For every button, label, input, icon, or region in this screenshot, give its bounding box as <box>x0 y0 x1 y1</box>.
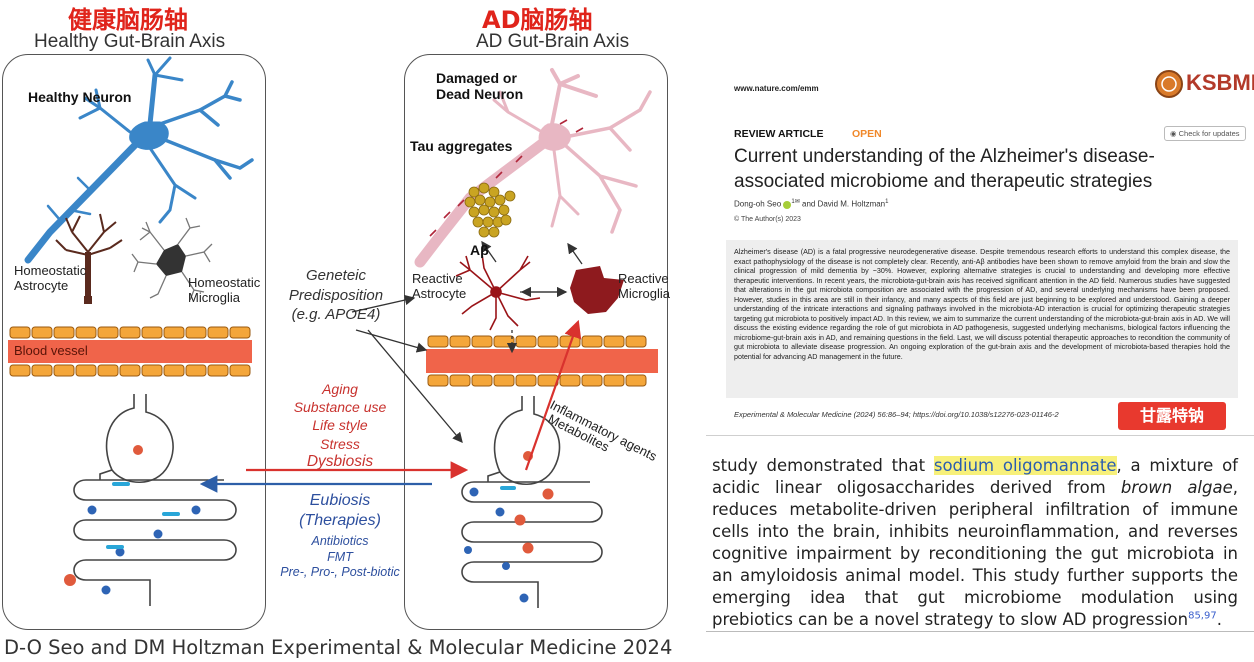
excerpt-highlight: sodium oligomannate <box>933 456 1117 475</box>
orcid-icon[interactable] <box>783 200 792 209</box>
copyright: © The Author(s) 2023 <box>734 216 801 223</box>
damaged-neuron <box>414 68 652 268</box>
reactive-microglia <box>570 266 624 314</box>
genetic-line-1: Geneteic <box>305 267 367 284</box>
excerpt-mid-1: , a mixture of acidic linear oligosaccha… <box>712 456 1238 497</box>
abeta-label: Aβ <box>470 242 489 258</box>
risk-factor-stress: Stress <box>320 435 360 452</box>
paper-authors: Dong-oh Seo 1✉ and David M. Holtzman1 <box>734 198 888 209</box>
therapy-antibiotics: Antibiotics <box>311 534 369 548</box>
author-1: Dong-oh Seo <box>734 199 782 209</box>
damaged-neuron-label: Damaged or Dead Neuron <box>436 70 524 103</box>
risk-factor-lifestyle: Life style <box>312 417 368 434</box>
excerpt-references[interactable]: 85,97 <box>1188 610 1217 622</box>
risk-factors: Aging Substance use Life style Stress <box>280 380 400 453</box>
therapy-fmt: FMT <box>327 549 353 564</box>
healthy-gut <box>73 394 237 606</box>
reactive-astrocyte <box>455 253 541 331</box>
journal-site: www.nature.com/emm <box>734 84 819 93</box>
eubiosis-line-1: Eubiosis <box>309 492 371 509</box>
reactive-microglia-label: Reactive Microglia <box>618 271 671 301</box>
homeostatic-microglia <box>131 217 213 301</box>
homeostatic-microglia-label: Homeostatic Microglia <box>188 275 261 305</box>
check-updates-icon: ◉ <box>1170 129 1179 138</box>
open-access-label: OPEN <box>852 128 882 140</box>
ksbmb-logo-icon <box>1155 70 1183 98</box>
reactive-astrocyte-label: Reactive Astrocyte <box>412 271 467 301</box>
risk-factor-substance: Substance use <box>293 399 387 416</box>
genetic-line-2: Predisposition <box>288 286 384 304</box>
paper-bottom-divider <box>706 435 1254 436</box>
genetic-line-3: (e.g. APOE4) <box>291 306 381 323</box>
healthy-blood-vessel <box>8 326 252 377</box>
healthy-gut-bacteria <box>64 445 201 595</box>
ad-title-cn: AD脑肠轴 <box>482 6 593 34</box>
healthy-title-en: Healthy Gut-Brain Axis <box>34 31 226 52</box>
homeostatic-astrocyte-label: Homeostatic Astrocyte <box>14 263 87 293</box>
author-2-sup: 1 <box>885 199 889 205</box>
article-type: REVIEW ARTICLE <box>734 128 824 140</box>
figure-caption: D-O Seo and DM Holtzman Experimental & M… <box>4 636 673 659</box>
author-1-sup: 1✉ <box>791 199 800 205</box>
gut-brain-axis-diagram <box>8 56 658 608</box>
abstract-text: Alzheimer's disease (AD) is a fatal prog… <box>734 248 1230 362</box>
check-updates-label: Check for updates <box>1178 129 1240 138</box>
ad-blood-vessel <box>426 335 658 387</box>
gut-to-brain-red-arrow <box>524 319 582 471</box>
paper-title: Current understanding of the Alzheimer's… <box>734 146 1155 192</box>
publisher-name: KSBMB <box>1186 70 1254 95</box>
homeostatic-astrocyte <box>55 213 123 304</box>
excerpt-italic: brown algae <box>1120 478 1233 497</box>
excerpt-end: . <box>1216 610 1222 629</box>
paper-first-page: www.nature.com/emm KSBMB REVIEW ARTICLE … <box>706 64 1254 440</box>
excerpt-pre: study demonstrated that <box>712 456 934 475</box>
ad-gut-bacteria <box>464 451 554 603</box>
excerpt-bottom-divider <box>706 631 1254 632</box>
genetic-arrows <box>351 294 463 443</box>
ad-gut <box>461 396 603 608</box>
abstract-box: Alzheimer's disease (AD) is a fatal prog… <box>726 240 1238 398</box>
excerpt-mid-2: , reduces metabolite-driven peripheral i… <box>712 478 1238 629</box>
healthy-neuron <box>24 56 254 264</box>
ad-title-en: AD Gut-Brain Axis <box>476 31 630 52</box>
therapies-list: Antibiotics FMT Pre-, Pro-, Post-biotic <box>262 534 418 581</box>
genetic-predisposition: Geneteic Predisposition (e.g. APOE4) <box>272 266 400 325</box>
dysbiosis-label: Dysbiosis <box>306 453 374 470</box>
amyloid-beta-cluster <box>464 182 516 238</box>
author-2: and David M. Holtzman <box>799 199 886 209</box>
eubiosis-label: Eubiosis (Therapies) <box>272 491 408 531</box>
blood-vessel-label: Blood vessel <box>14 343 88 358</box>
healthy-title-cn: 健康脑肠轴 <box>68 6 188 34</box>
ad-brain-arrows <box>481 240 583 354</box>
check-for-updates-button[interactable]: ◉ Check for updates <box>1164 126 1246 141</box>
tau-aggregates-label: Tau aggregates <box>410 138 513 154</box>
eubiosis-line-2: (Therapies) <box>299 512 381 529</box>
paper-excerpt: study demonstrated that sodium oligomann… <box>712 455 1238 631</box>
paper-citation: Experimental & Molecular Medicine (2024)… <box>734 410 1059 419</box>
healthy-neuron-label: Healthy Neuron <box>28 89 132 105</box>
risk-factor-aging: Aging <box>322 381 358 397</box>
therapy-biotics: Pre-, Pro-, Post-biotic <box>280 565 400 580</box>
sodium-oligomannate-tag: 甘露特钠 <box>1118 402 1226 430</box>
